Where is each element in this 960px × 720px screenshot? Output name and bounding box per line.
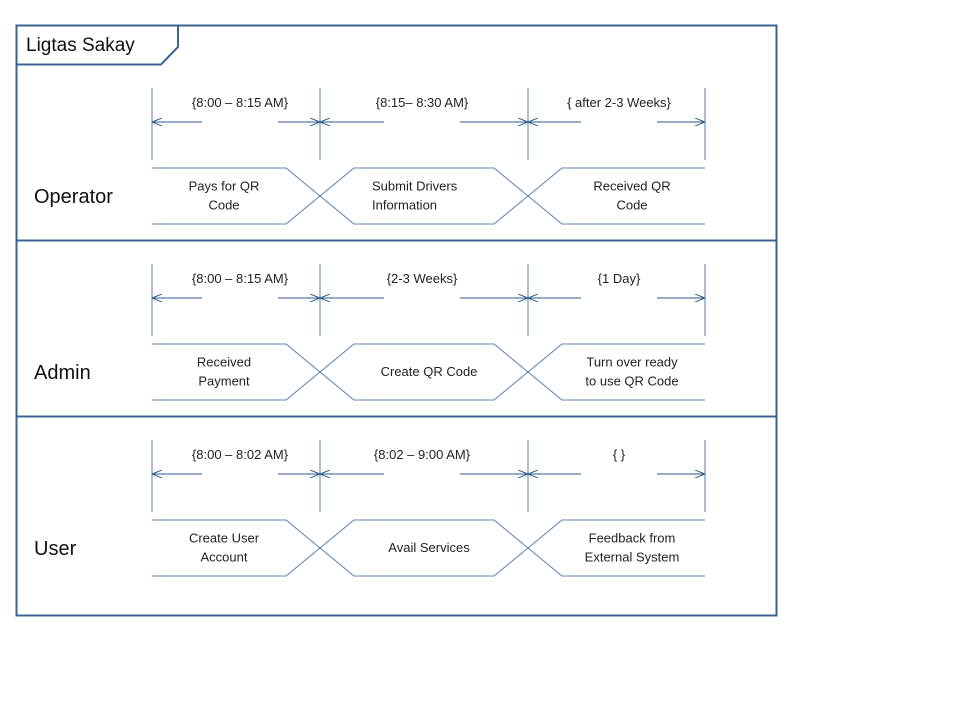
title-tab [16, 25, 179, 66]
interval-label: {8:02 – 9:00 AM} [374, 447, 471, 462]
diagram-title: Ligtas Sakay [26, 35, 135, 56]
lane-operator: Operator {8:00 – 8:15 AM} {8:15– 8:30 AM} {… [34, 88, 706, 225]
interval-label: {8:00 – 8:15 AM} [192, 271, 289, 286]
state-label: Code [616, 198, 647, 213]
state-label: Submit Drivers [372, 179, 458, 194]
state-label: Create User [189, 531, 260, 546]
state-label: Received QR [593, 179, 670, 194]
interval-label: { after 2-3 Weeks} [567, 95, 671, 110]
state-line-upper [152, 167, 705, 225]
interval-label: {1 Day} [598, 271, 641, 286]
lanes-group: Operator {8:00 – 8:15 AM} {8:15– 8:30 AM} {… [34, 88, 706, 577]
state-label: Create QR Code [381, 364, 478, 379]
state-label: to use QR Code [585, 374, 678, 389]
state-line-lower [152, 167, 705, 225]
state-line-upper [152, 519, 705, 577]
lane-user: User {8:00 – 8:02 AM} {8:02 – 9:00 AM} { } C… [34, 440, 706, 577]
interval-label: {8:15– 8:30 AM} [376, 95, 469, 110]
state-label: Information [372, 198, 437, 213]
state-label: Turn over ready [586, 355, 678, 370]
state-label: External System [585, 550, 680, 565]
state-label: Pays for QR [189, 179, 260, 194]
state-label: Received [197, 355, 251, 370]
interval-label: {8:00 – 8:15 AM} [192, 95, 289, 110]
lane-label: User [34, 538, 77, 560]
state-label: Payment [198, 374, 250, 389]
state-label: Code [208, 198, 239, 213]
interval-label: { } [613, 447, 626, 462]
lane-label: Admin [34, 362, 91, 384]
state-label: Feedback from [589, 531, 676, 546]
interval-label: {8:00 – 8:02 AM} [192, 447, 289, 462]
state-line-upper [152, 343, 705, 401]
state-line-lower [152, 519, 705, 577]
lane-label: Operator [34, 186, 113, 208]
state-label: Avail Services [388, 540, 470, 555]
state-line-lower [152, 343, 705, 401]
state-label: Account [201, 550, 248, 565]
lane-admin: Admin {8:00 – 8:15 AM} {2-3 Weeks} {1 Day} R… [34, 264, 706, 401]
diagram-frame [15, 24, 778, 617]
interval-label: {2-3 Weeks} [387, 271, 458, 286]
